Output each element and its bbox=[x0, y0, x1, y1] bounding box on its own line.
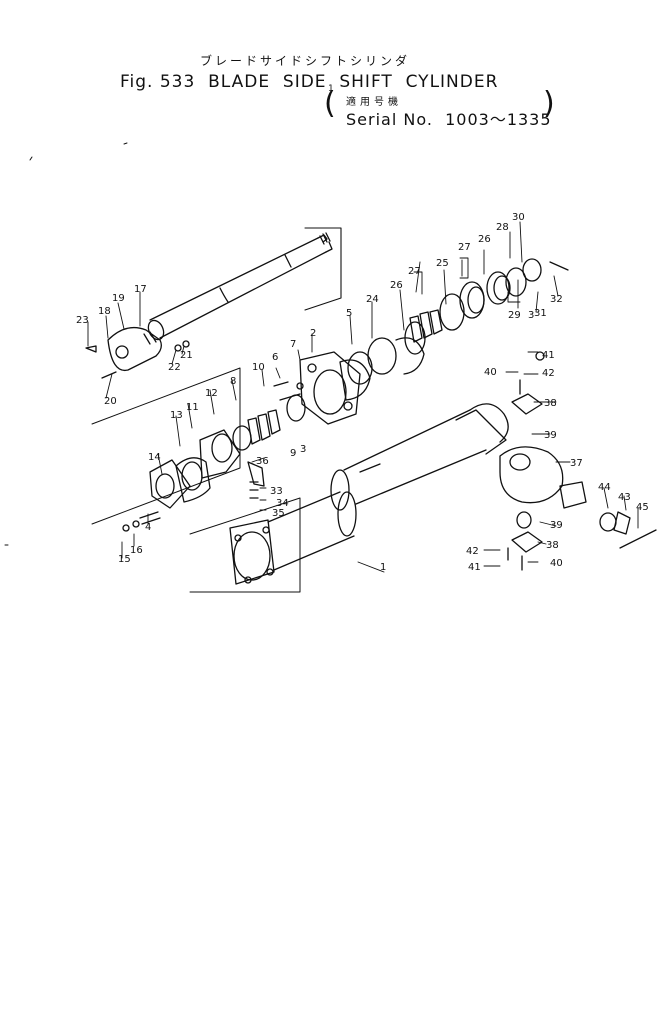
callout-labels: 1233456789101112131415161718192021222324… bbox=[76, 212, 649, 573]
callout-41: 41 bbox=[468, 562, 481, 573]
callout-9: 9 bbox=[290, 448, 296, 459]
figure-title: Fig. 533 BLADE SIDE SHIFT CYLINDER bbox=[120, 72, 499, 92]
callout-38: 38 bbox=[546, 540, 559, 551]
callout-32: 32 bbox=[550, 294, 563, 305]
callout-36: 36 bbox=[256, 456, 269, 467]
callout-5: 5 bbox=[346, 308, 352, 319]
callout-19: 19 bbox=[112, 293, 125, 304]
japanese-title: ブレードサイドシフトシリンダ bbox=[200, 54, 411, 68]
callout-16: 16 bbox=[130, 545, 143, 556]
callout-31: 31 bbox=[534, 308, 547, 319]
callout-41: 41 bbox=[542, 350, 555, 361]
callout-43: 43 bbox=[618, 492, 631, 503]
trunnion-drawing bbox=[499, 351, 657, 571]
callout-20: 20 bbox=[104, 396, 117, 407]
callout-15: 15 bbox=[118, 554, 131, 565]
callout-25: 25 bbox=[436, 258, 449, 269]
callout-7: 7 bbox=[290, 339, 296, 350]
callout-44: 44 bbox=[598, 482, 611, 493]
rod-head-group-drawing bbox=[299, 258, 569, 425]
callout-18: 18 bbox=[98, 306, 111, 317]
callout-14: 14 bbox=[148, 452, 161, 463]
group-frames bbox=[91, 367, 301, 593]
paren-open: ( bbox=[324, 86, 336, 121]
callout-1: 1 bbox=[380, 562, 386, 573]
callout-42: 42 bbox=[466, 546, 479, 557]
callout-22: 22 bbox=[168, 362, 181, 373]
callout-6: 6 bbox=[272, 352, 278, 363]
callout-3: 3 bbox=[300, 444, 306, 455]
callout-39: 39 bbox=[544, 430, 557, 441]
japanese-serial-label: 適用号機 bbox=[346, 97, 402, 108]
rod-end-drawing bbox=[85, 326, 190, 379]
callout-13: 13 bbox=[170, 410, 183, 421]
callout-29: 29 bbox=[508, 310, 521, 321]
stray-marks bbox=[4, 142, 128, 546]
callout-39: 39 bbox=[550, 520, 563, 531]
callout-11: 11 bbox=[186, 402, 199, 413]
head-group-left-drawing bbox=[122, 381, 306, 532]
callout-42: 42 bbox=[542, 368, 555, 379]
callout-40: 40 bbox=[484, 367, 497, 378]
callout-2: 2 bbox=[310, 328, 316, 339]
callout-34: 34 bbox=[276, 498, 289, 509]
callout-8: 8 bbox=[230, 376, 236, 387]
serial-tick: 1 bbox=[328, 84, 334, 94]
callout-21: 21 bbox=[180, 350, 193, 361]
callout-37: 37 bbox=[570, 458, 583, 469]
callout-10: 10 bbox=[252, 362, 265, 373]
piston-rod-drawing bbox=[147, 227, 342, 341]
callout-3: 3 bbox=[528, 310, 534, 321]
callout-24: 24 bbox=[366, 294, 379, 305]
callout-12: 12 bbox=[205, 388, 218, 399]
cylinder-tube-drawing bbox=[229, 403, 509, 585]
callout-27: 27 bbox=[458, 242, 471, 253]
header: ブレードサイドシフトシリンダ Fig. 533 BLADE SIDE SHIFT… bbox=[0, 0, 669, 135]
paren-close: ) bbox=[543, 86, 555, 121]
callout-28: 28 bbox=[496, 222, 509, 233]
callout-23: 23 bbox=[76, 315, 89, 326]
leader-lines bbox=[87, 221, 639, 573]
callout-4: 4 bbox=[145, 522, 151, 533]
callout-30: 30 bbox=[512, 212, 525, 223]
callout-26: 26 bbox=[478, 234, 491, 245]
callout-35: 35 bbox=[272, 508, 285, 519]
callout-33: 33 bbox=[270, 486, 283, 497]
callout-17: 17 bbox=[134, 284, 147, 295]
callout-45: 45 bbox=[636, 502, 649, 513]
callout-38: 38 bbox=[544, 398, 557, 409]
callout-40: 40 bbox=[550, 558, 563, 569]
serial-range: Serial No. 1003～1335 bbox=[346, 110, 552, 129]
callout-27: 27 bbox=[408, 266, 421, 277]
callout-26: 26 bbox=[390, 280, 403, 291]
